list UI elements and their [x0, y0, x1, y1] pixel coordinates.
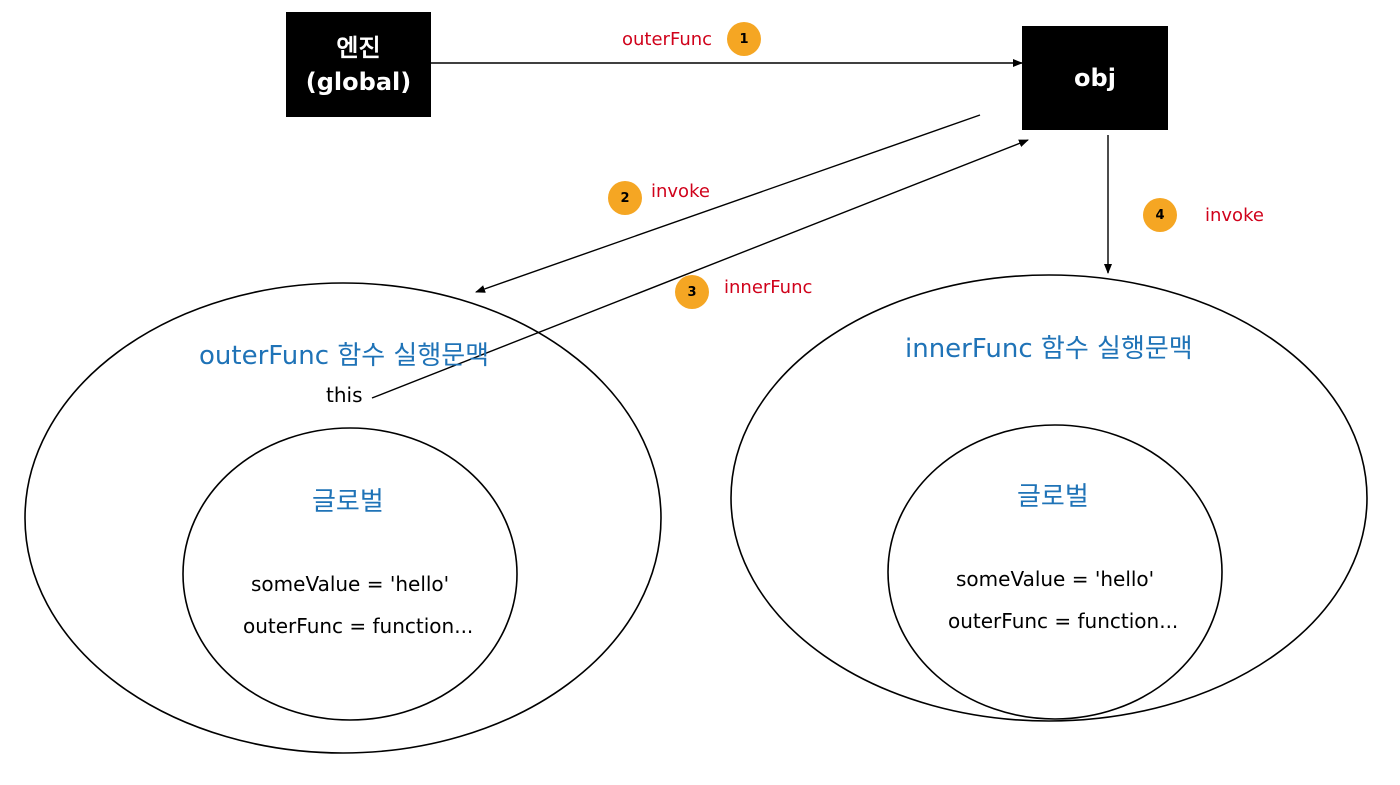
engine-node-label: 엔진: [336, 33, 381, 62]
arrow-obj-to-outer-context: [475, 114, 981, 293]
outer-context-title: outerFunc 함수 실행문맥: [199, 341, 490, 371]
outer-global-somevalue: someValue = 'hello': [251, 572, 450, 596]
edge-label-step2: invoke: [651, 181, 710, 202]
engine-node-sublabel: (global): [305, 67, 412, 96]
arrow-this-to-obj: [371, 139, 1029, 399]
edge-label-step1: outerFunc: [622, 29, 713, 50]
outer-global-title: 글로벌: [312, 487, 384, 517]
inner-global-title: 글로벌: [1017, 482, 1089, 512]
inner-global-somevalue: someValue = 'hello': [956, 567, 1155, 591]
edge-label-step3: innerFunc: [724, 277, 813, 298]
obj-node: obj: [1022, 26, 1168, 130]
inner-global-ellipse: [887, 424, 1223, 720]
inner-global-outerfunc: outerFunc = function...: [948, 609, 1179, 633]
outer-global-outerfunc: outerFunc = function...: [243, 614, 474, 638]
obj-node-label: obj: [1074, 64, 1116, 92]
outer-global-ellipse: [182, 427, 518, 721]
engine-node: 엔진 (global): [286, 12, 431, 117]
step-badge-4: 4: [1143, 198, 1177, 232]
step-badge-1: 1: [727, 22, 761, 56]
outer-context-ellipse: [24, 282, 662, 754]
step-badge-2: 2: [608, 181, 642, 215]
outer-this-label: this: [326, 383, 363, 407]
edge-label-step4: invoke: [1205, 205, 1264, 226]
inner-context-title: innerFunc 함수 실행문맥: [905, 334, 1193, 364]
inner-context-ellipse: [730, 274, 1368, 722]
step-badge-3: 3: [675, 275, 709, 309]
